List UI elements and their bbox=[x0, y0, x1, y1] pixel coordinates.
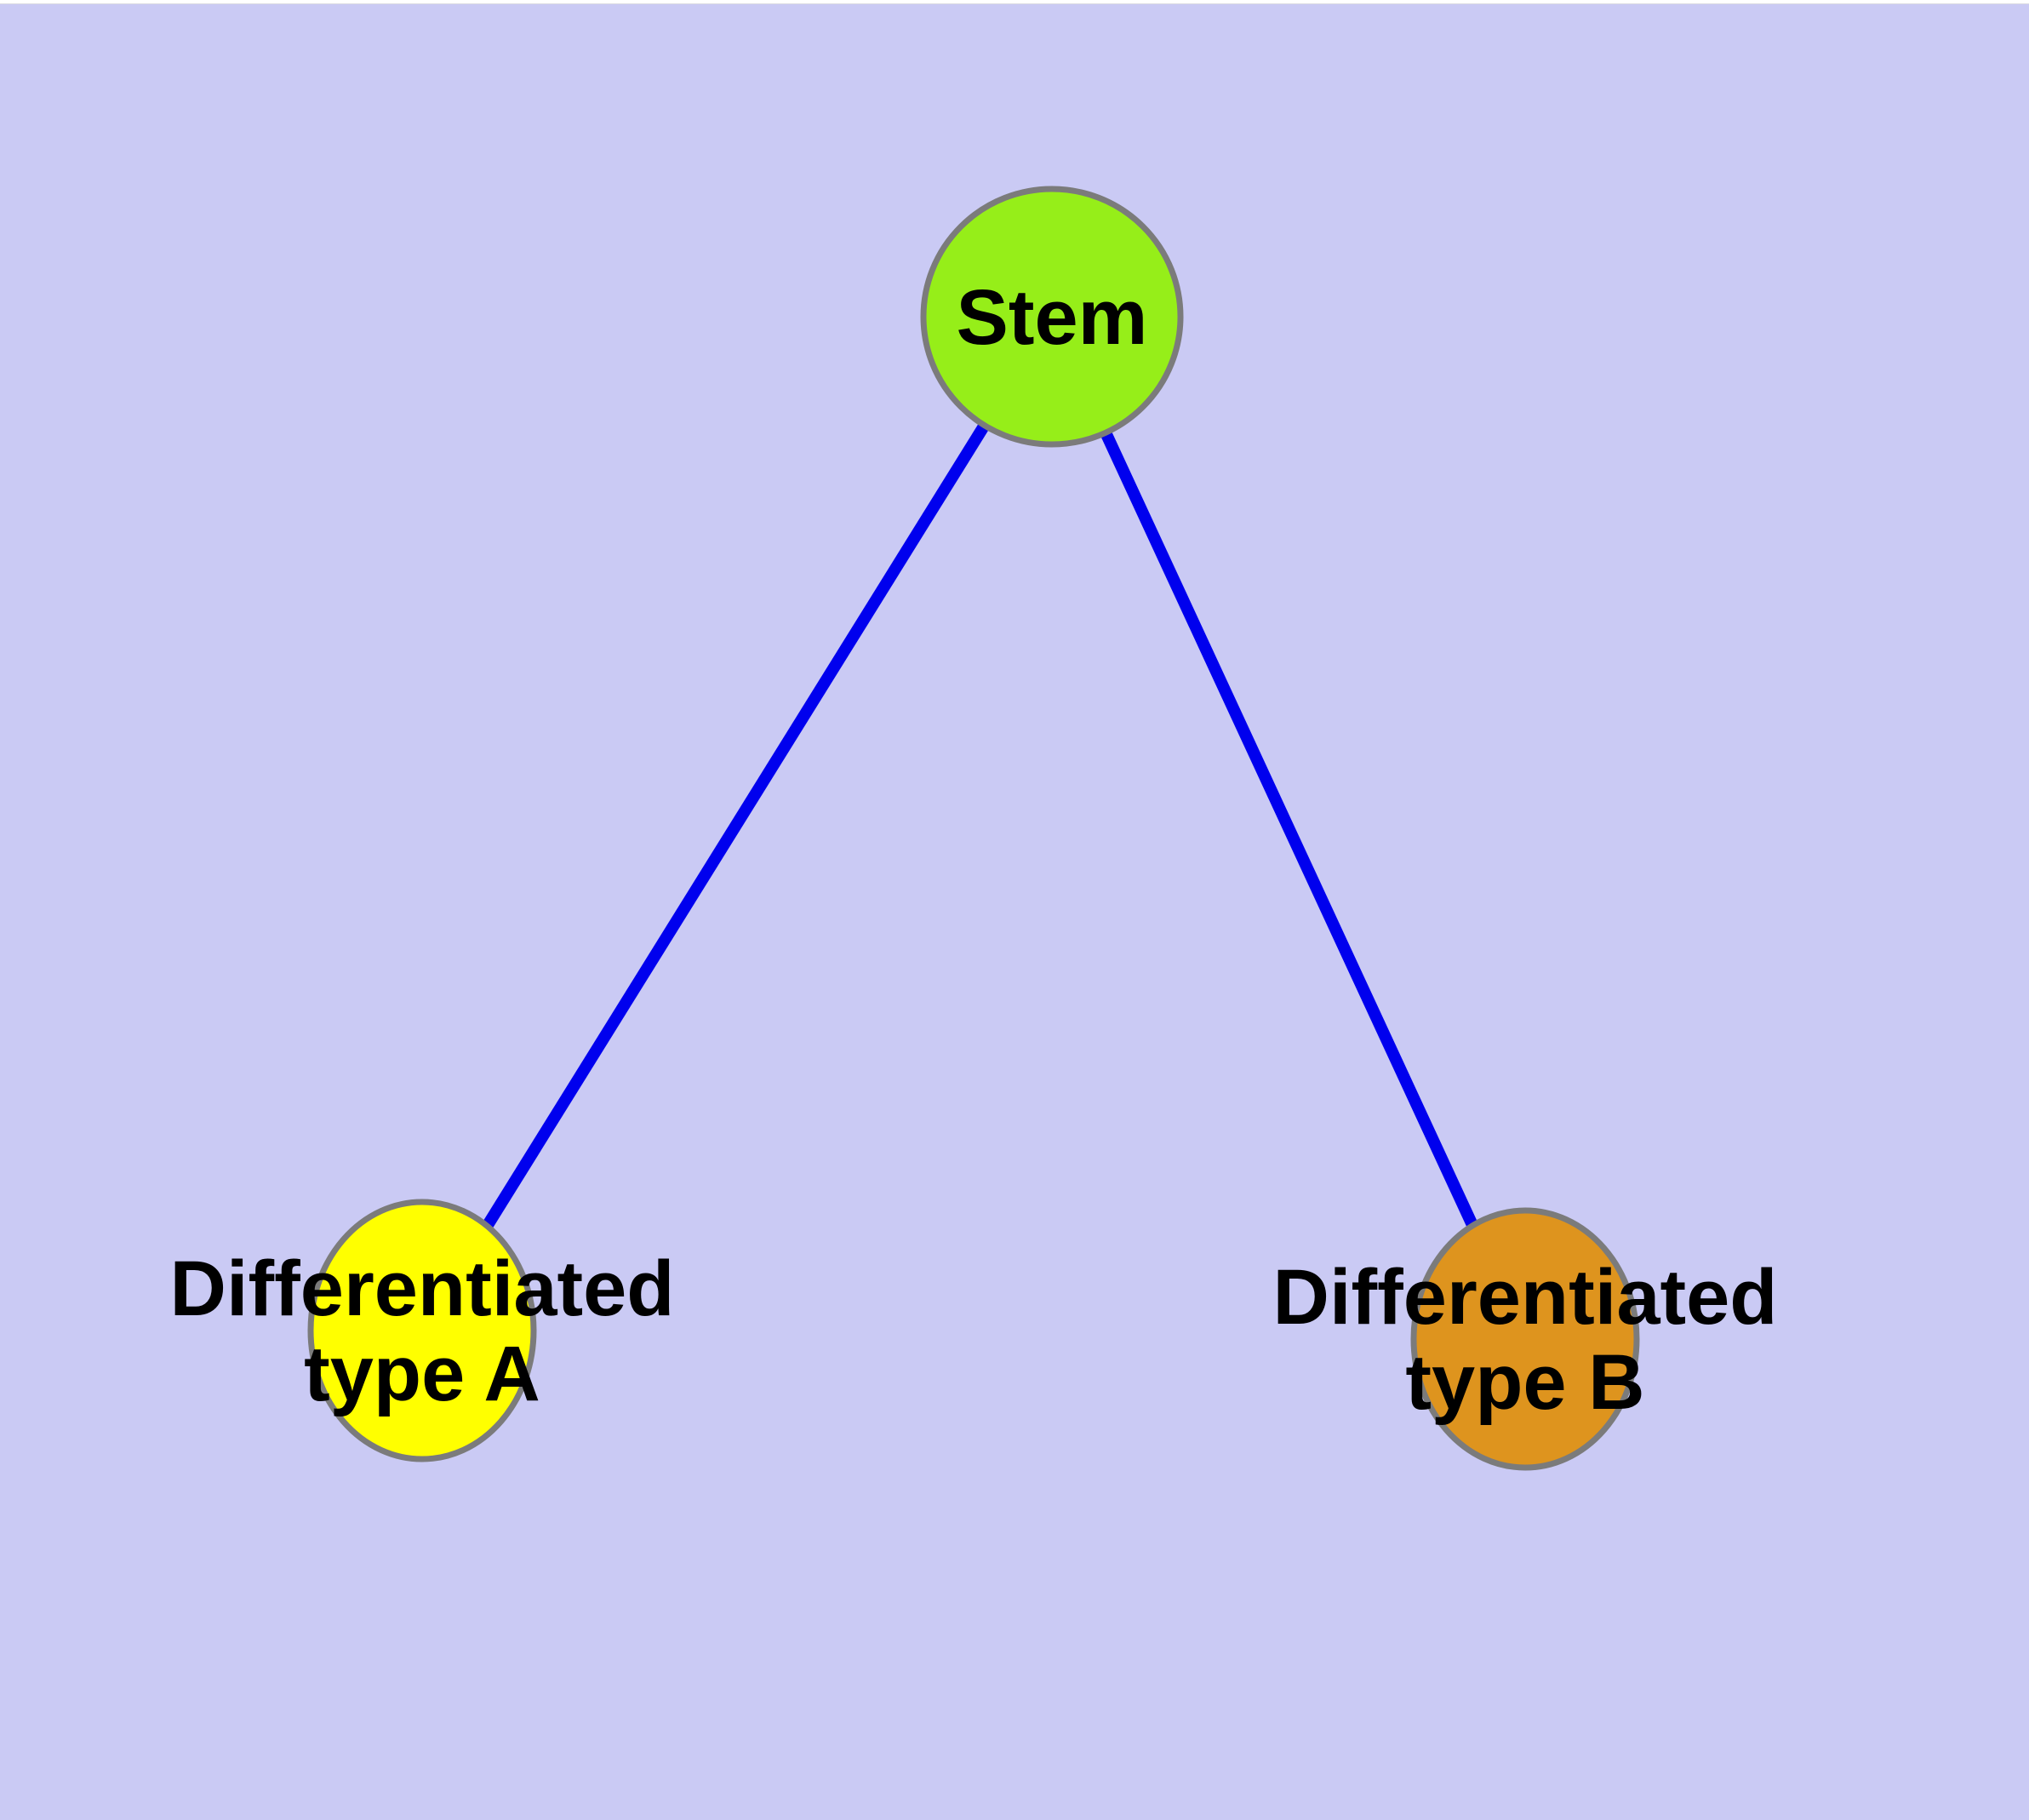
node-stem bbox=[920, 186, 1184, 448]
edge-stem-to-type-a bbox=[417, 313, 1057, 1334]
node-stem-label: Stem bbox=[957, 274, 1148, 361]
window-top-edge bbox=[0, 0, 2029, 3]
node-type-b-label-line1: Differentiated bbox=[1273, 1254, 1778, 1341]
edge-stem-to-type-b bbox=[1046, 314, 1531, 1342]
node-type-a-label-line1: Differentiated bbox=[170, 1245, 675, 1332]
node-type-b-label-line2: type B bbox=[1405, 1339, 1644, 1426]
window-top-edge-hairline bbox=[0, 3, 2029, 4]
node-differentiated-type-a bbox=[307, 1199, 537, 1462]
node-type-a-label-line2: type A bbox=[304, 1331, 540, 1417]
node-differentiated-type-b bbox=[1410, 1207, 1640, 1471]
